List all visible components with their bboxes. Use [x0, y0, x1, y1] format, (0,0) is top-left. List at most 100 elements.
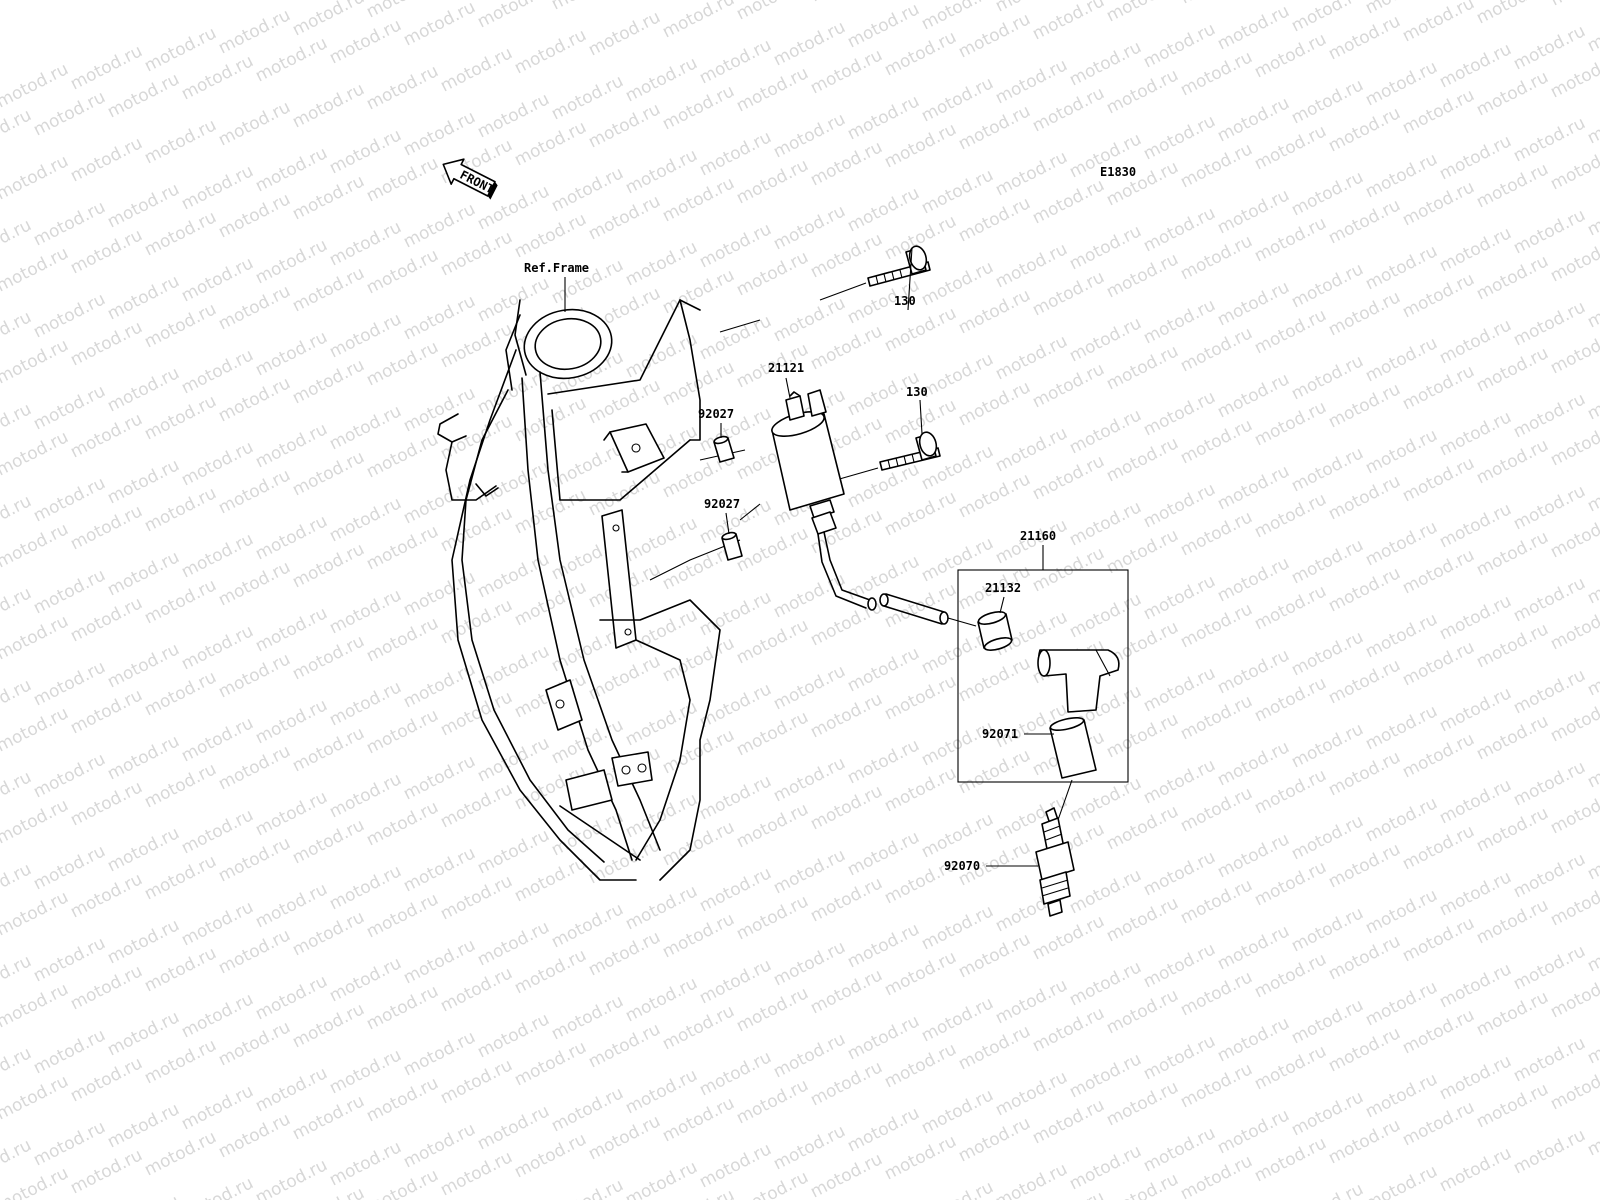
watermark-text: motod.ru	[1547, 233, 1600, 286]
watermark-text: motod.ru	[0, 335, 72, 388]
watermark-text: motod.ru	[400, 107, 479, 160]
watermark-text: motod.ru	[548, 163, 627, 216]
watermark-text: motod.ru	[474, 0, 553, 32]
watermark-text: motod.ru	[733, 523, 812, 576]
watermark-text: motod.ru	[474, 89, 553, 142]
watermark-text: motod.ru	[289, 1091, 368, 1144]
watermark-text: motod.ru	[511, 853, 590, 906]
watermark-text: motod.ru	[1473, 343, 1552, 396]
watermark-text: motod.ru	[30, 1117, 109, 1170]
watermark-text: motod.ru	[104, 1007, 183, 1060]
watermark-text: motod.ru	[881, 119, 960, 172]
watermark-text: motod.ru	[1288, 443, 1367, 496]
watermark-text: motod.ru	[474, 457, 553, 510]
watermark-text: motod.ru	[955, 1021, 1034, 1074]
watermark-text: motod.ru	[696, 955, 775, 1008]
watermark-text: motod.ru	[1399, 0, 1478, 46]
watermark-text: motod.ru	[1362, 241, 1441, 294]
watermark-text: motod.ru	[881, 487, 960, 540]
watermark-text: motod.ru	[1436, 1051, 1515, 1104]
watermark-text: motod.ru	[918, 1085, 997, 1138]
watermark-text: motod.ru	[770, 845, 849, 898]
watermark-text: motod.ru	[1399, 821, 1478, 874]
watermark-text: motod.ru	[881, 27, 960, 80]
watermark-text: motod.ru	[252, 33, 331, 86]
label-collar-upper: 92027	[698, 407, 734, 421]
watermark-text: motod.ru	[1473, 527, 1552, 580]
watermark-text: motod.ru	[585, 191, 664, 244]
watermark-text: motod.ru	[696, 311, 775, 364]
watermark-text: motod.ru	[141, 1127, 220, 1180]
watermark-text: motod.ru	[289, 355, 368, 408]
watermark-text: motod.ru	[1325, 287, 1404, 340]
watermark-text: motod.ru	[1214, 553, 1293, 606]
watermark-text: motod.ru	[1510, 297, 1589, 350]
watermark-text: motod.ru	[1547, 49, 1600, 102]
watermark-text: motod.ru	[585, 375, 664, 428]
watermark-text: motod.ru	[0, 1163, 72, 1200]
watermark-text: motod.ru	[1584, 831, 1600, 884]
watermark-text: motod.ru	[622, 237, 701, 290]
watermark-text: motod.ru	[844, 1011, 923, 1064]
watermark-text: motod.ru	[955, 469, 1034, 522]
spark-plug	[1035, 807, 1075, 917]
watermark-text: motod.ru	[215, 5, 294, 58]
watermark-text: motod.ru	[1325, 1115, 1404, 1168]
watermark-text: motod.ru	[1177, 323, 1256, 376]
watermark-text: motod.ru	[807, 689, 886, 742]
watermark-text: motod.ru	[326, 677, 405, 730]
watermark-text: motod.ru	[1029, 175, 1108, 228]
label-spark-plug: 92070	[944, 859, 980, 873]
watermark-text: motod.ru	[659, 0, 738, 42]
watermark-text: motod.ru	[215, 1109, 294, 1162]
watermark-text: motod.ru	[1214, 461, 1293, 514]
watermark-text: motod.ru	[1288, 719, 1367, 772]
watermark-text: motod.ru	[733, 983, 812, 1036]
watermark-text: motod.ru	[178, 253, 257, 306]
watermark-text: motod.ru	[881, 579, 960, 632]
watermark-text: motod.ru	[437, 1055, 516, 1108]
watermark-text: motod.ru	[1103, 985, 1182, 1038]
label-bolt-upper: 130	[894, 294, 916, 308]
watermark-text: motod.ru	[1251, 673, 1330, 726]
watermark-text: motod.ru	[326, 493, 405, 546]
watermark-text: motod.ru	[1399, 453, 1478, 506]
watermark-text: motod.ru	[1473, 803, 1552, 856]
watermark-text: motod.ru	[104, 1099, 183, 1152]
watermark-text: motod.ru	[1362, 885, 1441, 938]
watermark-text: motod.ru	[659, 265, 738, 318]
watermark-text: motod.ru	[289, 999, 368, 1052]
watermark-text: motod.ru	[1103, 1077, 1182, 1130]
watermark-text: motod.ru	[1066, 221, 1145, 274]
watermark-text: motod.ru	[696, 35, 775, 88]
watermark-text: motod.ru	[141, 115, 220, 168]
watermark-text: motod.ru	[1140, 847, 1219, 900]
watermark-text: motod.ru	[622, 513, 701, 566]
ignition-coil	[771, 389, 871, 609]
watermark-text: motod.ru	[363, 613, 442, 666]
watermark-text: motod.ru	[67, 1145, 146, 1198]
watermark-text: motod.ru	[1251, 765, 1330, 818]
watermark-text: motod.ru	[1399, 1005, 1478, 1058]
watermark-text: motod.ru	[30, 749, 109, 802]
plug-cap	[1037, 649, 1120, 713]
watermark-text: motod.ru	[807, 229, 886, 282]
watermark-text: motod.ru	[289, 447, 368, 500]
watermark-text: motod.ru	[1473, 159, 1552, 212]
watermark-text: motod.ru	[178, 713, 257, 766]
watermark-text: motod.ru	[585, 99, 664, 152]
watermark-text: motod.ru	[141, 207, 220, 260]
watermark-text: motod.ru	[1066, 1049, 1145, 1102]
watermark-text: motod.ru	[1251, 29, 1330, 82]
watermark-text: motod.ru	[807, 1149, 886, 1200]
watermark-text: motod.ru	[1473, 895, 1552, 948]
watermark-text: motod.ru	[1140, 663, 1219, 716]
watermark-text: motod.ru	[289, 723, 368, 776]
watermark-text: motod.ru	[1066, 773, 1145, 826]
watermark-text: motod.ru	[1399, 637, 1478, 690]
watermark-text: motod.ru	[326, 217, 405, 270]
watermark-text: motod.ru	[0, 59, 72, 112]
watermark-text: motod.ru	[1510, 205, 1589, 258]
watermark-text: motod.ru	[1103, 893, 1182, 946]
watermark-text: motod.ru	[67, 409, 146, 462]
